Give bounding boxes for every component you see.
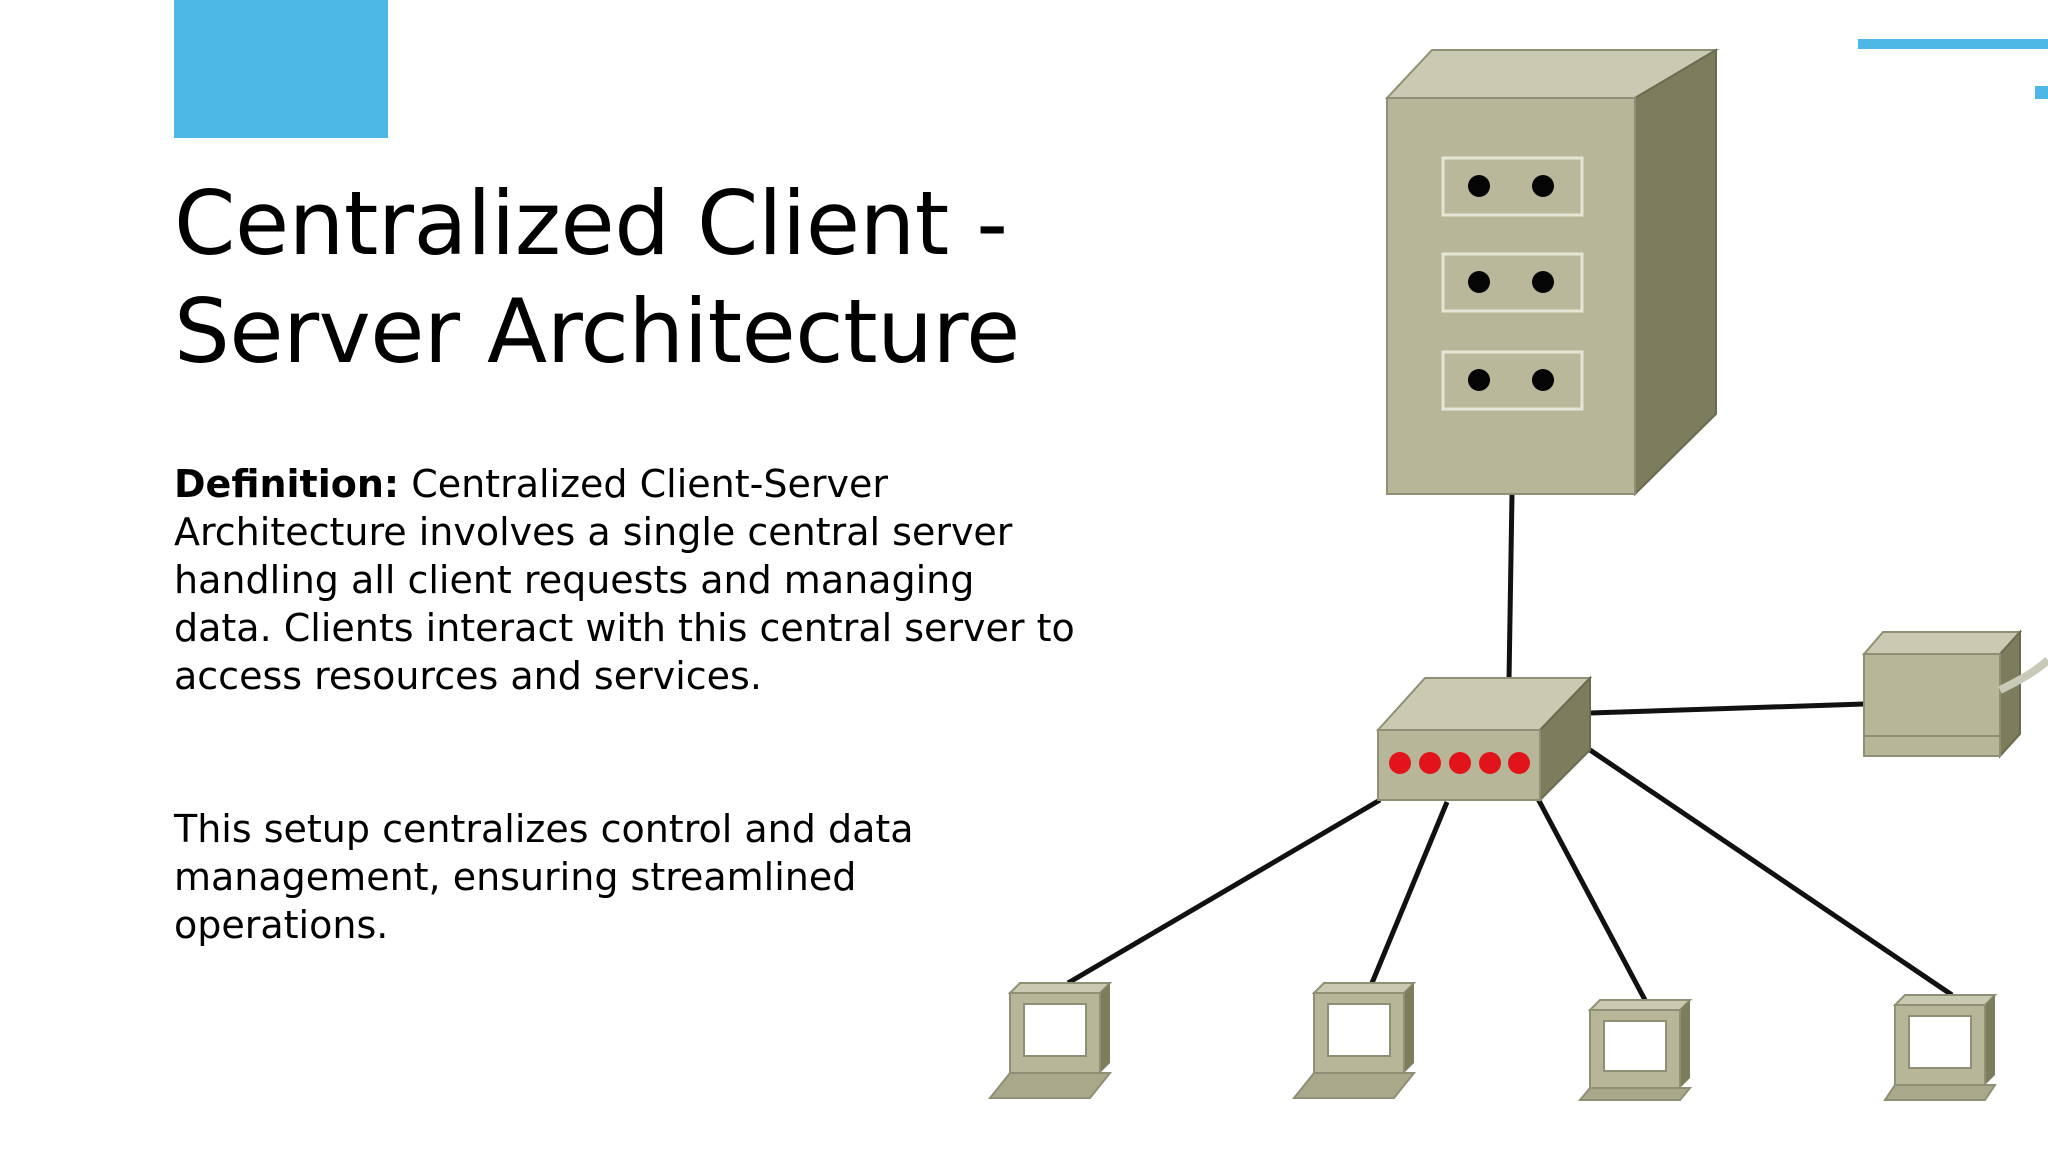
network-device-icon <box>1861 629 2048 759</box>
network-cables <box>1066 493 1954 1002</box>
summary-line-2: management, ensuring streamlined <box>174 855 857 899</box>
cable-hub-client-3 <box>1534 795 1648 1002</box>
definition-line-4: data. Clients interact with this central… <box>174 606 1075 650</box>
cable-hub-device <box>1589 701 1865 716</box>
server-side <box>1634 48 1717 497</box>
server-drive-bays <box>1441 156 1584 411</box>
summary-line-1: This setup centralizes control and data <box>174 807 914 851</box>
cable-server-hub <box>1506 493 1515 681</box>
definition-line-5: access resources and services. <box>174 654 762 698</box>
title-line-1: Centralized Client - <box>174 172 1008 275</box>
definition-line-2: Architecture involves a single central s… <box>174 510 1013 554</box>
client-computer-icon <box>987 982 1113 1099</box>
client-computer-icon <box>1577 999 1693 1101</box>
cable-hub-client-1 <box>1066 797 1382 986</box>
definition-paragraph: Definition: Centralized Client-Server Ar… <box>174 460 1075 700</box>
cable-hub-client-4 <box>1588 747 1954 998</box>
summary-line-3: operations. <box>174 903 389 947</box>
hub-leds <box>1389 752 1530 774</box>
network-hub-icon <box>1375 675 1593 803</box>
accent-tick <box>2035 86 2048 99</box>
client-computer-icon <box>1883 994 1998 1101</box>
definition-text-1: Centralized Client-Server <box>399 462 888 506</box>
client-computer-icon <box>1291 982 1417 1099</box>
cable-hub-client-2 <box>1369 801 1450 984</box>
title-line-2: Server Architecture <box>174 280 1020 383</box>
definition-line-3: handling all client requests and managin… <box>174 558 975 602</box>
accent-block <box>174 0 388 138</box>
accent-line <box>1858 39 2048 49</box>
server-tower-icon <box>1384 48 1720 497</box>
slide-title: Centralized Client - Server Architecture <box>174 170 1074 386</box>
definition-term: Definition: <box>174 462 400 506</box>
definition-line-1: Definition: Centralized Client-Server <box>174 460 1074 508</box>
summary-paragraph: This setup centralizes control and data … <box>174 805 1074 949</box>
